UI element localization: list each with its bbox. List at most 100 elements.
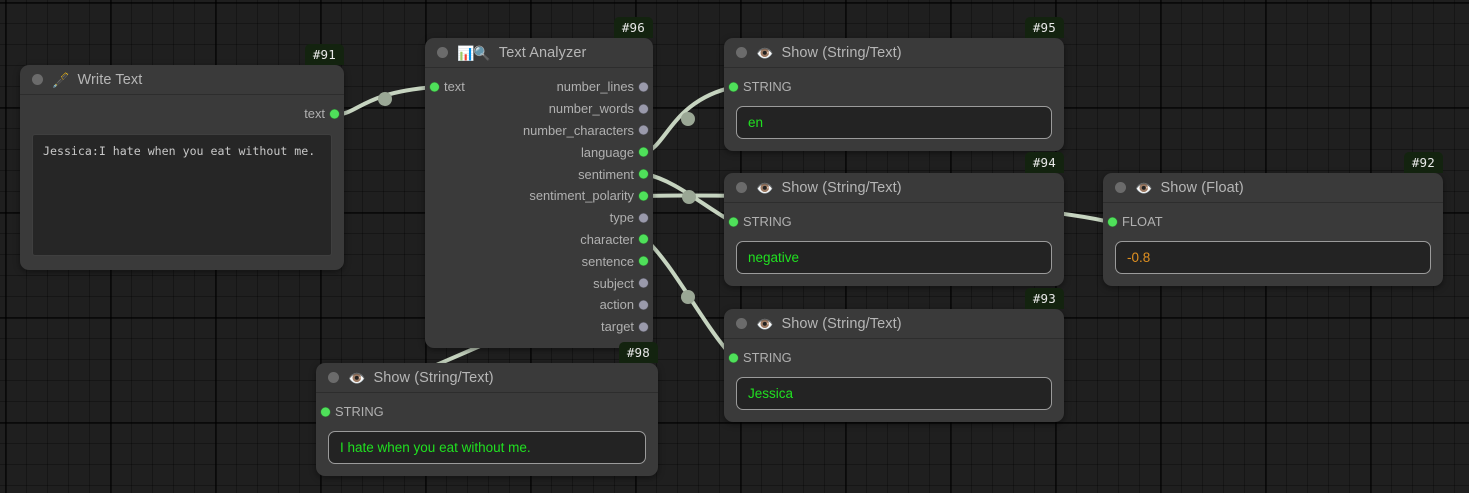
output-port-target[interactable]: target — [425, 316, 653, 338]
collapse-dot[interactable] — [437, 47, 448, 58]
node-show-string-98[interactable]: #98 👁️ Show (String/Text) STRING I hate … — [316, 342, 658, 476]
output-port-sentence[interactable]: sentence — [425, 250, 653, 272]
port-dot[interactable] — [639, 256, 648, 266]
port-dot[interactable] — [321, 407, 330, 417]
node-header[interactable]: 👁️ Show (String/Text) — [724, 38, 1064, 68]
port-dot[interactable] — [729, 353, 738, 363]
output-port-type[interactable]: type — [425, 207, 653, 229]
port-dot[interactable] — [1108, 217, 1117, 227]
output-port-language[interactable]: language — [425, 141, 653, 163]
output-port-number-characters[interactable]: number_characters — [425, 120, 653, 142]
collapse-dot[interactable] — [1115, 182, 1126, 193]
output-port-sentiment-polarity[interactable]: sentiment_polarity — [425, 185, 653, 207]
node-show-string-94[interactable]: #94 👁️ Show (String/Text) STRING negativ… — [724, 152, 1064, 286]
value-display[interactable]: negative — [736, 240, 1052, 274]
node-body: text Jessica:I hate when you eat without… — [20, 95, 344, 270]
node-title: Show (String/Text) — [373, 369, 494, 386]
node-show-string-93[interactable]: #93 👁️ Show (String/Text) STRING Jessica — [724, 288, 1064, 422]
port-dot[interactable] — [330, 109, 339, 119]
node-id-badge: #95 — [1024, 17, 1064, 38]
reroute-dot — [681, 112, 695, 126]
port-dot[interactable] — [639, 191, 648, 201]
output-port-number-lines[interactable]: number_lines — [425, 76, 653, 98]
port-label: text — [444, 79, 465, 95]
port-dot[interactable] — [639, 300, 648, 310]
reroute-dot — [682, 190, 696, 204]
node-id-badge: #96 — [613, 17, 653, 38]
wire-sentiment-to-show94 — [643, 172, 736, 225]
node-id-badge: #94 — [1024, 152, 1064, 173]
collapse-dot[interactable] — [736, 318, 747, 329]
node-text-analyzer[interactable]: #96 📊🔍 Text Analyzer text number_lines n… — [425, 17, 653, 348]
port-label: sentiment — [578, 166, 634, 182]
node-show-float-92[interactable]: #92 👁️ Show (Float) FLOAT -0.8 — [1103, 152, 1443, 286]
fountain-pen-icon: 🖋️ — [52, 71, 69, 88]
node-header[interactable]: 📊🔍 Text Analyzer — [425, 38, 653, 68]
value-display[interactable]: Jessica — [736, 376, 1052, 410]
node-header[interactable]: 👁️ Show (Float) — [1103, 173, 1443, 203]
node-show-string-95[interactable]: #95 👁️ Show (String/Text) STRING en — [724, 17, 1064, 151]
port-dot[interactable] — [639, 125, 648, 135]
port-dot[interactable] — [639, 82, 648, 92]
output-port-action[interactable]: action — [425, 294, 653, 316]
collapse-dot[interactable] — [736, 47, 747, 58]
node-header[interactable]: 👁️ Show (String/Text) — [724, 309, 1064, 339]
port-dot[interactable] — [639, 147, 648, 157]
node-header[interactable]: 👁️ Show (String/Text) — [724, 173, 1064, 203]
output-port-subject[interactable]: subject — [425, 272, 653, 294]
input-port-string[interactable]: STRING — [724, 211, 1064, 233]
node-body: STRING en — [724, 68, 1064, 151]
node-title: Show (String/Text) — [781, 315, 902, 332]
port-label: text — [304, 106, 325, 122]
port-label: STRING — [743, 214, 792, 230]
output-port-text[interactable]: text — [20, 103, 344, 125]
input-port-string[interactable]: STRING — [724, 347, 1064, 369]
input-port-string[interactable]: STRING — [316, 401, 658, 423]
node-id-badge: #98 — [618, 342, 658, 363]
port-dot[interactable] — [639, 234, 648, 244]
port-dot[interactable] — [430, 82, 439, 92]
port-label: sentence — [581, 253, 634, 269]
node-write-text[interactable]: #91 🖋️ Write Text text Jessica:I hate wh… — [20, 44, 344, 270]
port-label: character — [580, 231, 634, 247]
port-dot[interactable] — [639, 104, 648, 114]
port-dot[interactable] — [639, 322, 648, 332]
port-dot[interactable] — [639, 278, 648, 288]
input-port-string[interactable]: STRING — [724, 76, 1064, 98]
port-dot[interactable] — [639, 213, 648, 223]
port-dot[interactable] — [729, 217, 738, 227]
output-port-number-words[interactable]: number_words — [425, 98, 653, 120]
port-label: target — [601, 319, 634, 335]
node-title: Show (String/Text) — [781, 179, 902, 196]
port-label: FLOAT — [1122, 214, 1163, 230]
node-header[interactable]: 🖋️ Write Text — [20, 65, 344, 95]
output-port-sentiment[interactable]: sentiment — [425, 163, 653, 185]
reroute-dot — [681, 290, 695, 304]
value-display[interactable]: I hate when you eat without me. — [328, 430, 646, 464]
collapse-dot[interactable] — [736, 182, 747, 193]
port-label: sentiment_polarity — [529, 188, 634, 204]
value-display[interactable]: -0.8 — [1115, 240, 1431, 274]
text-input-area[interactable]: Jessica:I hate when you eat without me. — [32, 133, 332, 256]
node-body: STRING negative — [724, 203, 1064, 286]
input-port-text[interactable]: text — [425, 76, 653, 98]
port-label: number_words — [548, 101, 634, 117]
node-title: Text Analyzer — [498, 44, 587, 61]
port-label: STRING — [335, 404, 384, 420]
port-dot[interactable] — [729, 82, 738, 92]
wire-write-text-to-analyzer — [334, 85, 436, 117]
value-display[interactable]: en — [736, 105, 1052, 139]
eye-icon: 👁️ — [756, 179, 773, 196]
output-port-character[interactable]: character — [425, 229, 653, 251]
port-label: number_lines — [556, 79, 634, 95]
input-port-float[interactable]: FLOAT — [1103, 211, 1443, 233]
eye-icon: 👁️ — [756, 44, 773, 61]
collapse-dot[interactable] — [32, 74, 43, 85]
eye-icon: 👁️ — [1135, 179, 1152, 196]
node-header[interactable]: 👁️ Show (String/Text) — [316, 363, 658, 393]
port-dot[interactable] — [639, 169, 648, 179]
collapse-dot[interactable] — [328, 372, 339, 383]
eye-icon: 👁️ — [756, 315, 773, 332]
port-label: type — [609, 210, 634, 226]
